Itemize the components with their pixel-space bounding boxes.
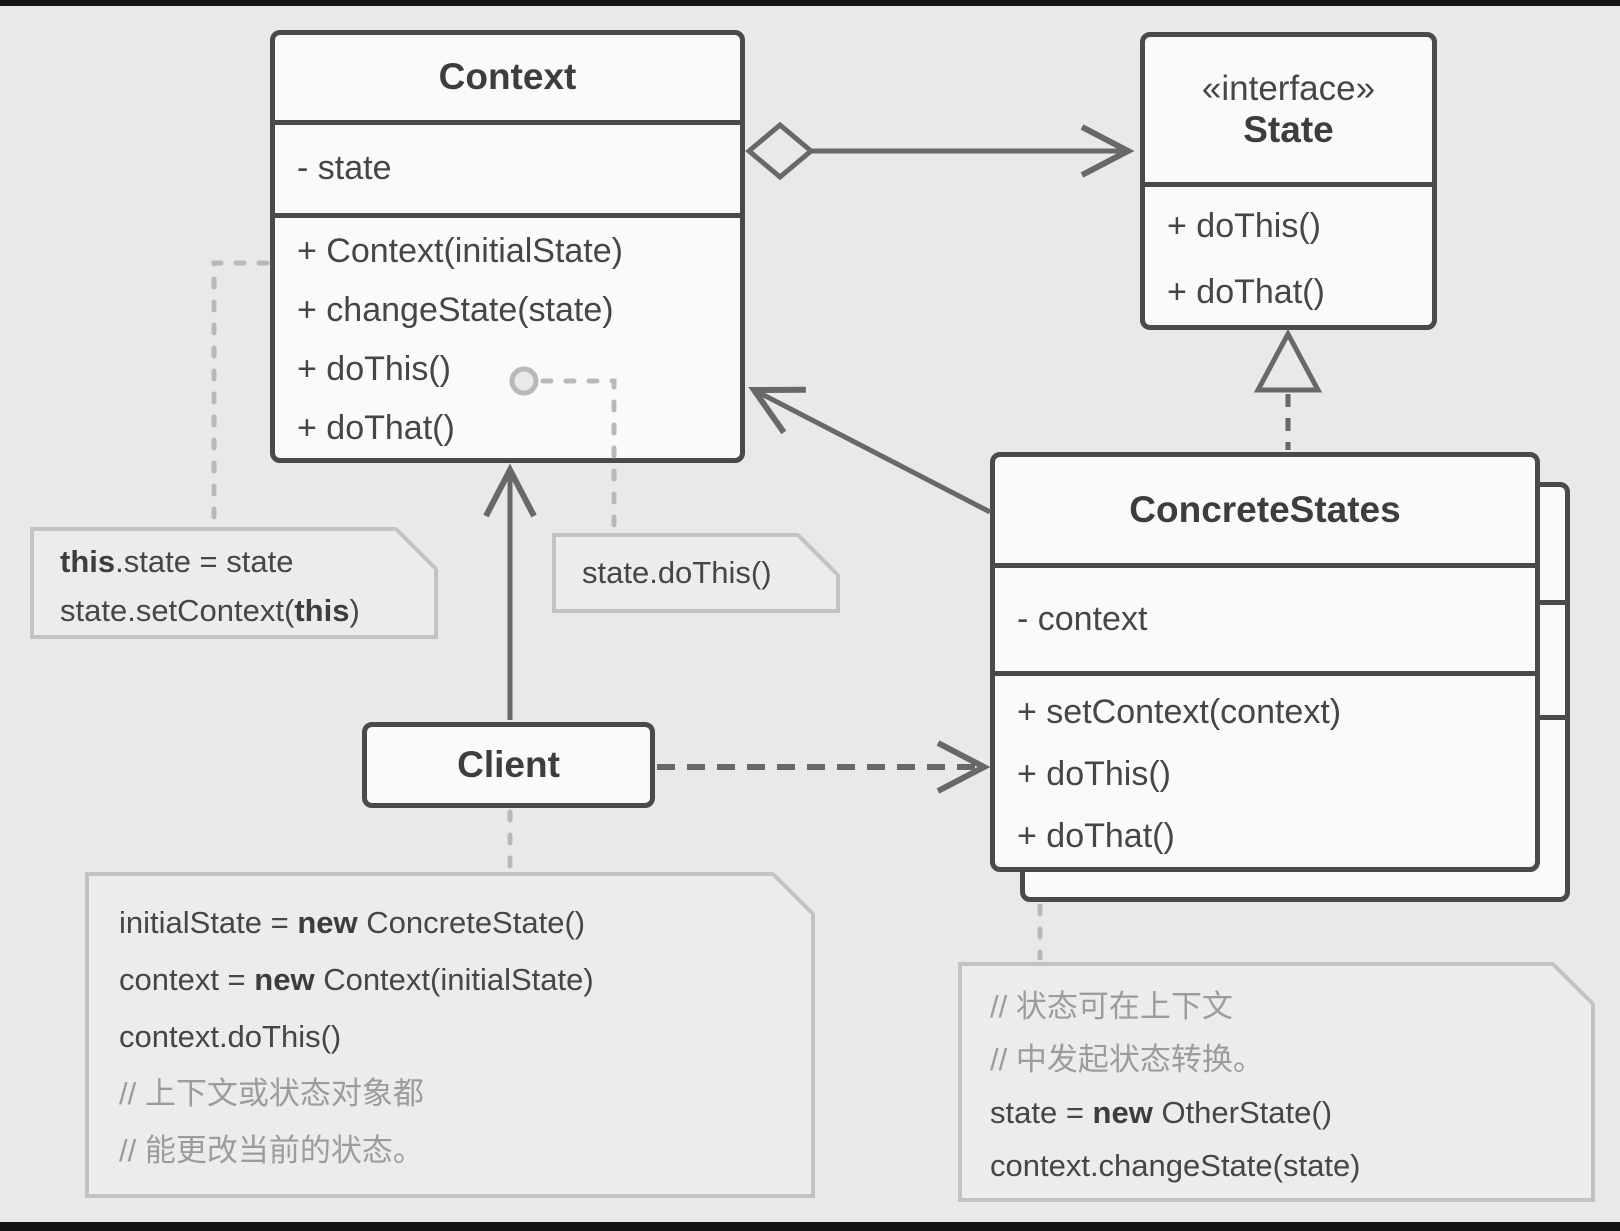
class-method: + changeState(state) xyxy=(297,291,614,329)
note-text-segment: context.changeState(state) xyxy=(990,1148,1361,1183)
class-title-state: State xyxy=(1243,108,1334,150)
realization-connector-concretestates-state xyxy=(1253,328,1323,450)
association-connector-concretestates-context xyxy=(748,386,992,515)
note-fold-icon xyxy=(773,872,815,914)
class-method: + doThat() xyxy=(297,409,455,447)
note-text-segment: .state = state xyxy=(115,544,294,579)
note-text-segment: this xyxy=(294,593,350,628)
note-text-segment: initialState = xyxy=(119,905,298,940)
class-attribute: - context xyxy=(1017,599,1148,638)
note-line: initialState = new ConcreteState() xyxy=(119,894,811,951)
note-text-segment: state.setContext( xyxy=(60,593,295,628)
note-link-assign-state xyxy=(211,260,270,527)
note-text-segment: Context(initialState) xyxy=(314,962,594,997)
note-text-segment: context = xyxy=(119,962,255,997)
note-text-segment: context.doThis() xyxy=(119,1019,342,1054)
class-method: + doThis() xyxy=(297,350,451,388)
class-title-context: Context xyxy=(438,56,577,98)
class-method: + doThis() xyxy=(1017,755,1171,793)
class-box-context: Context - state + Context(initialState)+… xyxy=(270,30,745,463)
class-method: + doThis() xyxy=(1167,207,1321,245)
note-line: // 上下文或状态对象都 xyxy=(119,1065,811,1122)
note-text-segment: state = xyxy=(990,1095,1093,1130)
aggregation-connector-context-state xyxy=(745,121,1135,181)
class-methods-concrete-states: + setContext(context) + doThis() + doThat(… xyxy=(995,671,1535,867)
note-client-usage: initialState = new ConcreteState()contex… xyxy=(85,872,815,1198)
class-attribute: - state xyxy=(297,149,392,188)
note-comment-segment: // 上下文或状态对象都 xyxy=(119,1076,424,1111)
note-transition: // 状态可在上下文 // 中发起状态转换。 state = new OtherSt… xyxy=(958,962,1595,1202)
note-text: initialState = new ConcreteState()contex… xyxy=(89,876,811,1179)
note-line: state.setContext(this) xyxy=(60,586,434,635)
note-line: // 能更改当前的状态。 xyxy=(119,1122,811,1179)
note-line: // 状态可在上下文 xyxy=(990,980,1591,1033)
note-line: context.doThis() xyxy=(119,1008,811,1065)
class-header-state: «interface» State xyxy=(1145,37,1432,182)
note-text-segment: ) xyxy=(349,593,360,628)
frame-bar-bottom xyxy=(0,1222,1620,1231)
note-line: context = new Context(initialState) xyxy=(119,951,811,1008)
class-method: + setContext(context) xyxy=(1017,693,1342,731)
class-box-state: «interface» State + doThis() + doThat() xyxy=(1140,32,1437,330)
note-line: state = new OtherState() xyxy=(990,1086,1591,1139)
class-methods-context: + Context(initialState) + changeState(sta… xyxy=(275,213,740,458)
note-fold-icon xyxy=(1553,962,1595,1004)
note-line: state.doThis() xyxy=(582,537,836,609)
note-text-segment: OtherState() xyxy=(1152,1095,1333,1130)
note-line: // 中发起状态转换。 xyxy=(990,1033,1591,1086)
class-attributes-context: - state xyxy=(275,119,740,213)
note-line: this.state = state xyxy=(60,537,434,586)
note-comment-segment: // 中发起状态转换。 xyxy=(990,1042,1264,1077)
note-text-segment: new xyxy=(297,905,358,940)
note-comment-segment: // 能更改当前的状态。 xyxy=(119,1133,424,1168)
note-text: state.doThis() xyxy=(556,537,836,609)
class-box-concrete-states: ConcreteStates - context + setContext(co… xyxy=(990,452,1540,872)
note-text-segment: new xyxy=(1092,1095,1153,1130)
note-text-segment: new xyxy=(254,962,315,997)
class-method: + Context(initialState) xyxy=(297,232,623,270)
note-delegate: state.doThis() xyxy=(552,533,840,613)
note-text-segment: state.doThis() xyxy=(582,555,772,590)
class-method: + doThat() xyxy=(1017,817,1175,855)
class-methods-state: + doThis() + doThat() xyxy=(1145,182,1432,325)
note-line: context.changeState(state) xyxy=(990,1139,1591,1192)
frame-bar-top xyxy=(0,0,1620,6)
note-text-segment: ConcreteState() xyxy=(357,905,586,940)
stereotype-interface: «interface» xyxy=(1201,68,1376,108)
class-box-client: Client xyxy=(362,722,655,808)
note-fold-icon xyxy=(396,527,438,569)
note-text-segment: this xyxy=(60,544,116,579)
class-method: + doThat() xyxy=(1167,273,1325,311)
note-fold-icon xyxy=(798,533,840,575)
class-attributes-concrete-states: - context xyxy=(995,562,1535,671)
class-title-concrete-states: ConcreteStates xyxy=(1129,488,1401,530)
class-title-client: Client xyxy=(457,744,560,785)
note-text: // 状态可在上下文 // 中发起状态转换。 state = new OtherSt… xyxy=(962,966,1591,1192)
note-comment-segment: // 状态可在上下文 xyxy=(990,989,1233,1024)
